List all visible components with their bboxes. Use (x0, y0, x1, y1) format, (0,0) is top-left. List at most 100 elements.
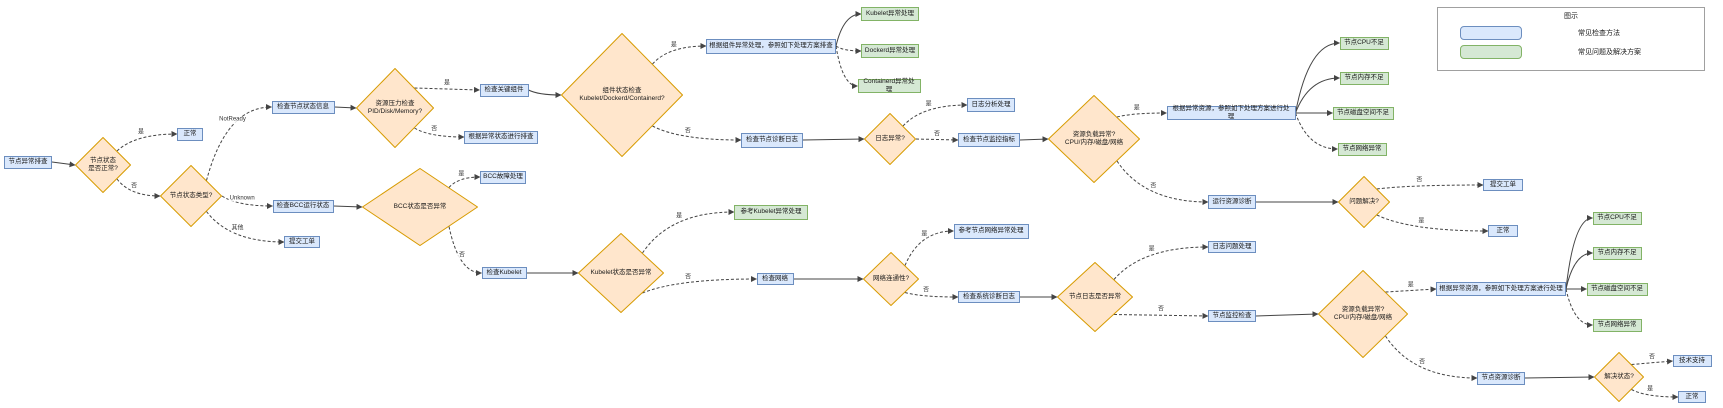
node-resource-diag: 节点资源诊断 (1477, 371, 1525, 385)
log-analysis-handle: 日志分析处理 (967, 98, 1015, 112)
edge-node-monitor-check-to-decision-resource-load-2 (1255, 311, 1319, 318)
green-ref-kubelet-exception: 参考Kubelet异常处理 (734, 204, 808, 220)
edge-label: 是 (920, 231, 929, 238)
node-label: BCC状态是否异常 (393, 203, 447, 211)
node-label: Containerd异常处理 (863, 78, 915, 93)
edge-label: Unknown (228, 194, 256, 202)
edge-decision-resource-pressure-to-check-key-components (414, 86, 480, 93)
bcc-fault-handle: BCC故障处理 (480, 170, 526, 184)
edge-label: 是 (675, 213, 684, 221)
decision-resource-pressure: 资源压力检查 PID/Disk/Memory? (356, 68, 434, 148)
node-label: Kubelet状态是否异常 (590, 269, 652, 277)
edge-decision-log-abnormal-to-log-analysis-handle (902, 102, 968, 127)
legend-item-label: 常见检查方法 (1578, 30, 1620, 37)
edge-label: 是 (1646, 386, 1655, 394)
edge-check-node-status-info-to-decision-resource-pressure (334, 104, 357, 111)
decision-log-abnormal: 日志异常? (864, 113, 916, 165)
decision-resource-load-1: 资源负载异常? CPU/内存/磁盘/网络 (1048, 95, 1140, 183)
edge-handle-abnormal-resource-2-to-green-node-cpu-2 (1565, 215, 1593, 290)
node-label: 节点CPU不足 (1597, 214, 1637, 222)
edge-handle-abnormal-resource-2-to-green-node-mem-2 (1565, 250, 1593, 290)
edge-handle-component-exception-to-green-kubelet-exception (835, 11, 862, 47)
edge-label: 是 (442, 80, 452, 87)
edge-check-node-monitor-metrics-to-decision-resource-load-1 (1019, 136, 1049, 143)
green-node-net-2: 节点网络异常 (1592, 318, 1642, 332)
node-label: 检查节点监控指标 (963, 136, 1015, 144)
green-node-disk-1: 节点磁盘空间不足 (1332, 106, 1394, 120)
decision-kubelet-abnormal: Kubelet状态是否异常 (578, 233, 664, 313)
decision-problem-solved: 问题解决? (1338, 176, 1390, 228)
diamond-shape (1057, 262, 1133, 332)
node-label: Kubelet异常处理 (865, 10, 915, 18)
diamond-shape (1594, 352, 1644, 402)
node-label: 检查BCC运行状态 (276, 202, 330, 210)
node-label: 正常 (183, 130, 197, 138)
edge-decision-kubelet-abnormal-to-check-network (642, 276, 757, 294)
edge-decision-resource-load-1-to-run-resource-diag (1116, 160, 1209, 205)
handle-abnormal-resource-1: 根据异常资源，参照如下处理方案进行处理 (1166, 105, 1296, 120)
diamond-shape (160, 165, 222, 227)
node-label: 组件状态检查 Kubelet/Dockerd/Containerd? (579, 87, 665, 102)
edge-decision-node-status-type-to-submit-ticket-2 (206, 211, 285, 245)
node-label: 资源压力检查 PID/Disk/Memory? (367, 100, 423, 115)
decision-bcc-abnormal: BCC状态是否异常 (362, 168, 478, 246)
green-node-net-1: 节点网络异常 (1337, 142, 1387, 156)
node-label: 提交工单 (289, 238, 315, 246)
node-label: 检查Kubelet (486, 269, 522, 277)
edge-check-node-diag-log-to-decision-log-abnormal (802, 136, 865, 143)
node-label: 日志分析处理 (971, 101, 1011, 109)
edge-decision-bcc-abnormal-to-check-kubelet (448, 226, 482, 276)
diamond-shape (75, 137, 131, 193)
node-label: 检查节点诊断日志 (746, 136, 798, 144)
edge-label: 是 (669, 41, 678, 49)
node-label: 正常 (1496, 227, 1510, 235)
edge-handle-abnormal-resource-1-to-green-node-net-1 (1295, 112, 1338, 152)
green-containerd-exception: Containerd异常处理 (857, 78, 921, 93)
edge-start-node-to-decision-node-status-ok (51, 161, 76, 168)
green-node-cpu-1: 节点CPU不足 (1339, 36, 1389, 50)
edge-label: 否 (922, 287, 931, 294)
edge-decision-node-status-ok-to-result-normal-1 (116, 131, 178, 152)
green-node-mem-1: 节点内存不足 (1339, 71, 1389, 85)
check-kubelet: 检查Kubelet (481, 267, 527, 279)
decision-resolve-status: 解决状态? (1594, 352, 1644, 402)
decision-network-connectivity: 网络连通性? (863, 252, 919, 306)
check-system-diag-log: 检查系统诊断日志 (958, 291, 1020, 303)
node-label: 日志异常? (875, 135, 905, 143)
diamond-shape (1048, 95, 1140, 183)
handle-abnormal-resource-2: 根据异常资源，参照如下处理方案进行处理 (1436, 282, 1566, 296)
edge-decision-resolve-status-to-tech-support (1631, 358, 1673, 365)
edge-decision-kubelet-abnormal-to-green-ref-kubelet-exception (642, 209, 735, 254)
node-label: 问题解决? (1349, 198, 1379, 206)
node-label: 节点监控检查 (1212, 312, 1252, 320)
diamond-shape (362, 168, 478, 246)
legend-swatch-problems-solutions (1460, 45, 1522, 59)
edge-decision-node-status-ok-to-decision-node-status-type (116, 178, 161, 199)
result-normal-1: 正常 (177, 127, 203, 141)
edge-node-resource-diag-to-decision-resolve-status (1524, 374, 1595, 381)
legend-title: 图示 (1564, 13, 1578, 20)
edge-label: 否 (684, 273, 693, 281)
edge-decision-resource-load-2-to-node-resource-diag (1385, 335, 1478, 381)
green-node-mem-2: 节点内存不足 (1592, 246, 1642, 260)
edge-label: 否 (1149, 183, 1158, 190)
green-node-cpu-2: 节点CPU不足 (1592, 211, 1642, 225)
node-label: 节点异常排查 (8, 158, 48, 166)
diamond-shape (561, 33, 683, 157)
edge-handle-component-exception-to-green-dockerd-exception (835, 45, 862, 54)
decision-node-log-abnormal: 节点日志是否异常 (1057, 262, 1133, 332)
node-label: 节点网络异常 (1342, 145, 1382, 153)
node-label: 节点资源诊断 (1481, 374, 1521, 382)
edge-decision-node-status-type-to-check-bcc-status (221, 195, 273, 209)
node-label: 参考Kubelet异常处理 (740, 208, 802, 216)
edge-decision-problem-solved-to-submit-ticket-1 (1376, 182, 1484, 190)
edge-label: 否 (430, 126, 439, 133)
diamond-shape (356, 68, 434, 148)
edge-label: 否 (683, 127, 692, 135)
node-label: 节点磁盘空间不足 (1337, 109, 1389, 117)
edge-label: 否 (932, 130, 942, 138)
start-node: 节点异常排查 (4, 155, 52, 169)
legend: 图示 常见检查方法 常见问题及解决方案 (1437, 7, 1705, 71)
edge-label: 否 (130, 183, 139, 190)
edge-decision-bcc-abnormal-to-bcc-fault-handle (448, 174, 481, 188)
